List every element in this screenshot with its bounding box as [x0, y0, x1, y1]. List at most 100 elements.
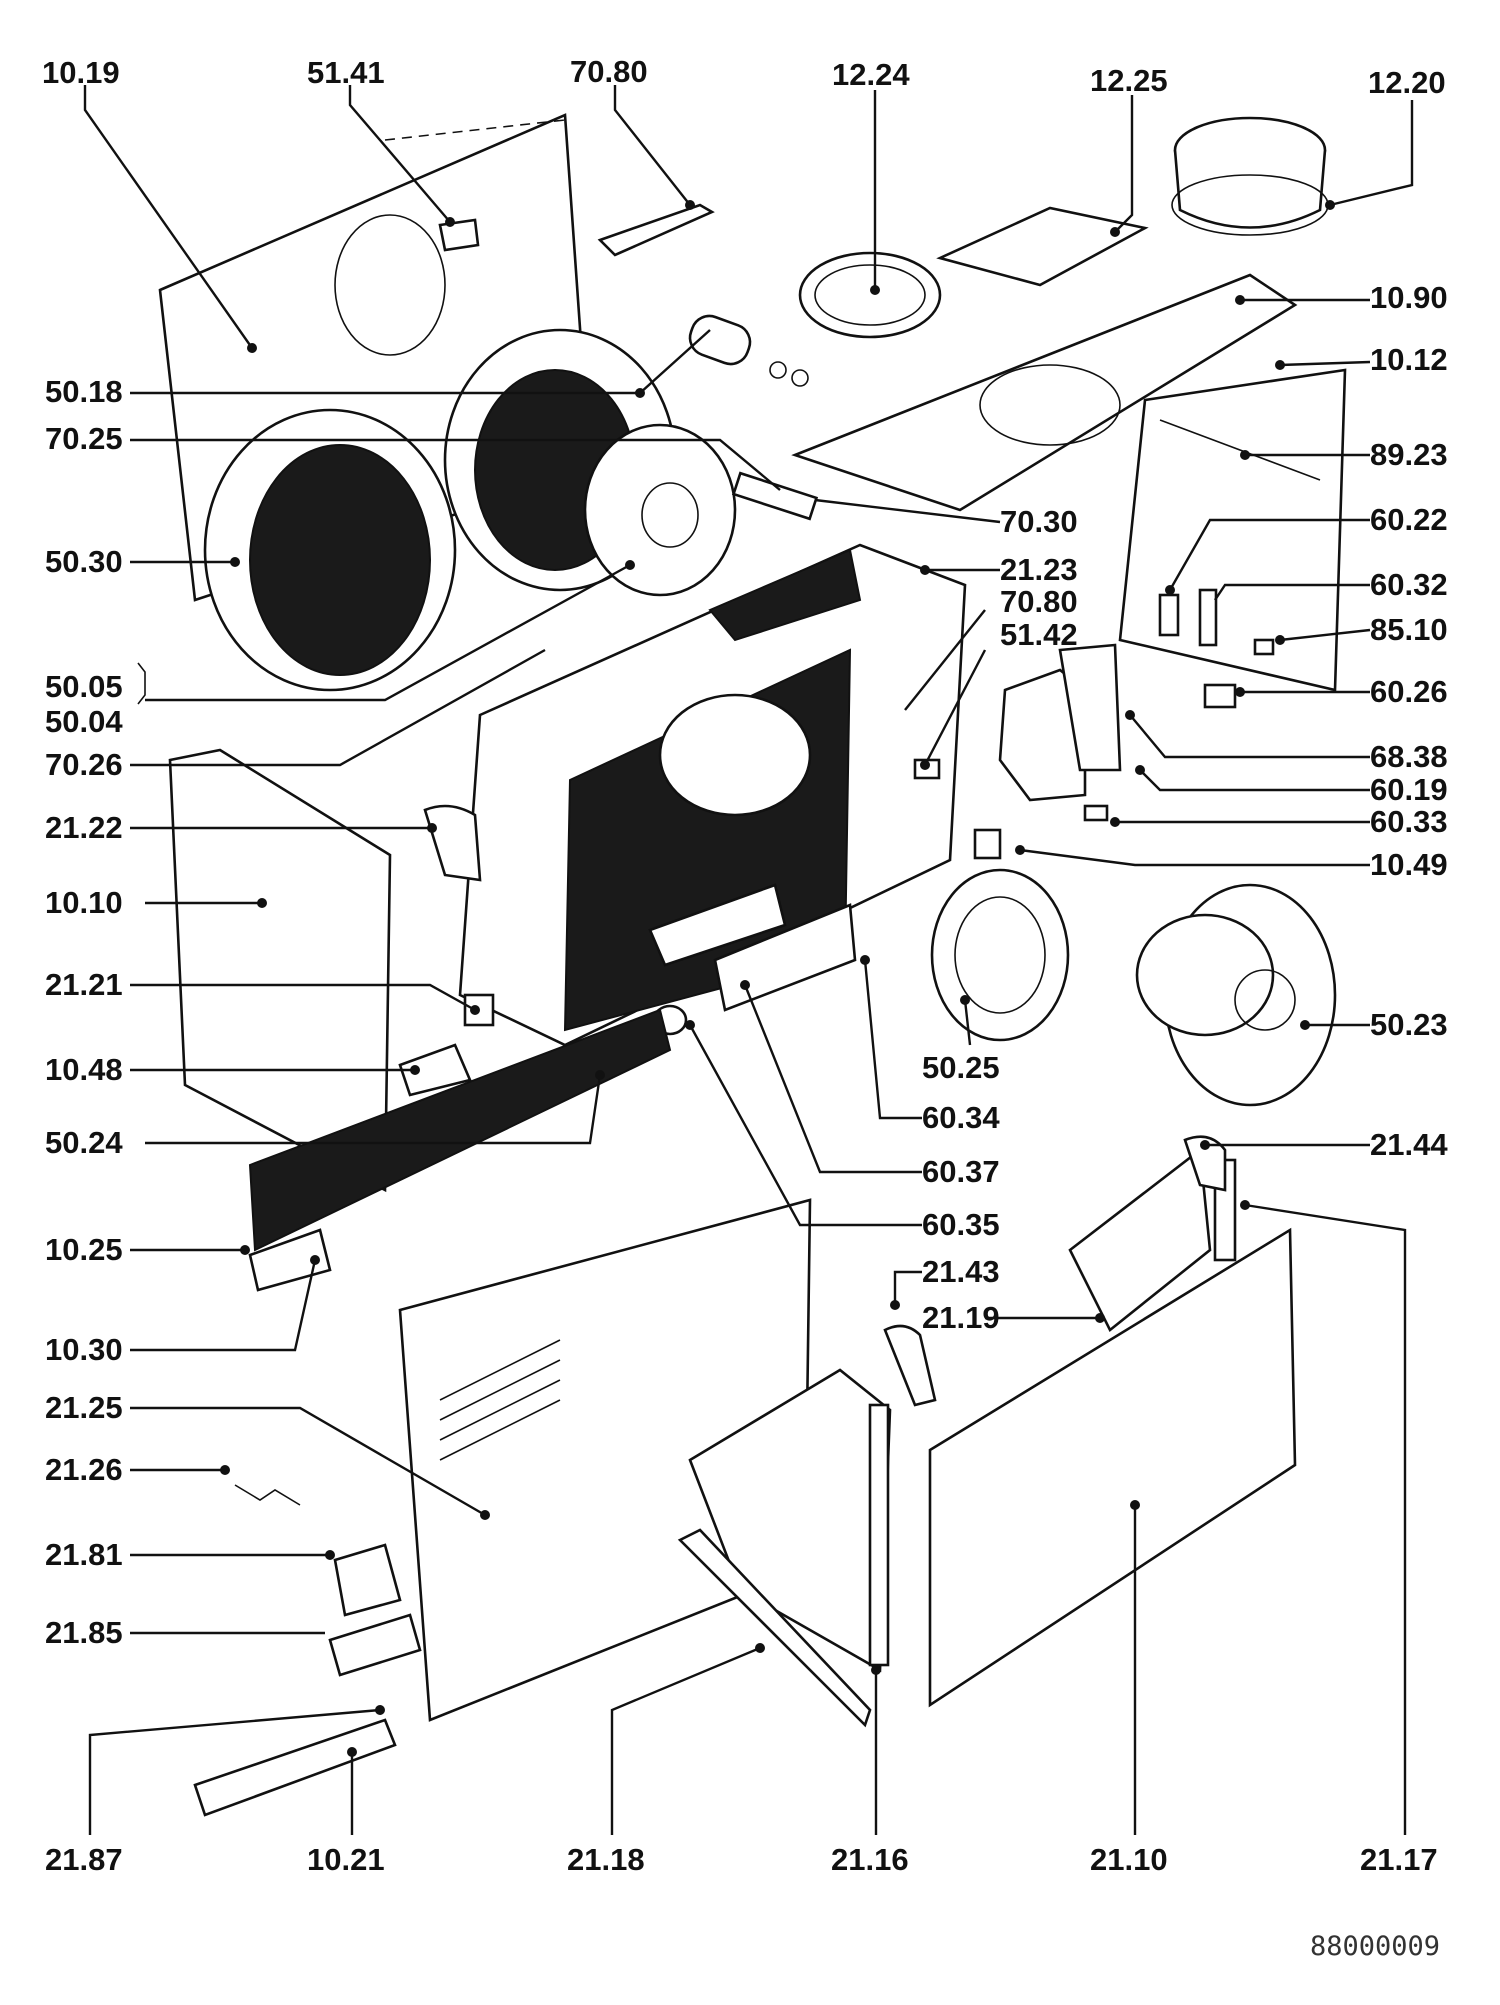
callout-10-30: 10.30 [45, 1332, 123, 1367]
leader-lines [83, 85, 1414, 1835]
callout-50-24: 50.24 [45, 1125, 123, 1160]
part-2181 [333, 1543, 402, 1617]
clip-6022 [1158, 593, 1180, 637]
callout-21-16: 21.16 [831, 1842, 909, 1877]
door-hinge [868, 1403, 890, 1667]
part-2143 [883, 1324, 937, 1407]
callout-21-10: 21.10 [1090, 1842, 1168, 1877]
slider [731, 471, 819, 521]
callout-60-22: 60.22 [1370, 502, 1448, 537]
document-reference-code: 88000009 [1310, 1931, 1440, 1962]
capacitor [688, 314, 752, 366]
callout-21-26: 21.26 [45, 1452, 123, 1487]
side-door-panel [928, 1227, 1297, 1708]
callout-89-23: 89.23 [1370, 437, 1448, 472]
callout-12-20: 12.20 [1368, 65, 1446, 100]
callout-labels: 10.19 51.41 70.80 12.24 12.25 12.20 10.9… [42, 54, 1448, 1962]
lamp-cover [713, 903, 857, 1012]
control-box-side [1058, 643, 1122, 772]
bracket-2122 [423, 804, 482, 882]
rear-panel-screw-line [384, 119, 566, 141]
callout-10-10: 10.10 [45, 885, 123, 920]
callout-51-42: 51.42 [1000, 617, 1078, 652]
front-fascia-vents [439, 1339, 561, 1461]
duct-collar-body [1173, 149, 1327, 229]
part-8510 [1253, 638, 1275, 656]
callout-21-85: 21.85 [45, 1615, 123, 1650]
bottom-rail [193, 1718, 397, 1817]
motor-grille [930, 868, 1070, 1042]
filter-tray [248, 1008, 672, 1252]
part-1048 [398, 1043, 472, 1097]
callout-50-23: 50.23 [1370, 1007, 1448, 1042]
callout-10-48: 10.48 [45, 1052, 123, 1087]
callout-50-18: 50.18 [45, 374, 123, 409]
callout-60-19: 60.19 [1370, 772, 1448, 807]
spring-clip [234, 1484, 301, 1506]
part-2144 [1183, 1135, 1227, 1192]
callout-70-26: 70.26 [45, 747, 123, 782]
callout-51-41: 51.41 [307, 55, 385, 90]
side-frame [1118, 368, 1347, 692]
callout-21-21: 21.21 [45, 967, 123, 1002]
capacitor-nut [769, 361, 787, 379]
front-strip [248, 1228, 332, 1292]
part-2185 [328, 1613, 422, 1677]
switch-block [648, 883, 787, 967]
callout-21-19: 21.19 [922, 1300, 1000, 1335]
callout-50-30: 50.30 [45, 544, 123, 579]
callout-85-10: 85.10 [1370, 612, 1448, 647]
top-plate [791, 273, 1298, 512]
impeller [583, 423, 737, 597]
control-box [998, 668, 1087, 802]
lever-top [597, 203, 715, 257]
callout-21-44: 21.44 [1370, 1127, 1448, 1162]
callout-60-32: 60.32 [1370, 567, 1448, 602]
side-frame-rail [1159, 419, 1321, 481]
callout-10-49: 10.49 [1370, 847, 1448, 882]
callout-70-80-mid: 70.80 [1000, 584, 1078, 619]
motor-wheel [1135, 913, 1275, 1037]
blower-housing-left-inner [249, 444, 431, 676]
callout-70-25: 70.25 [45, 421, 123, 456]
callout-12-24: 12.24 [832, 57, 910, 92]
main-body-top-filter [708, 548, 862, 642]
callout-21-22: 21.22 [45, 810, 123, 845]
part-1049 [973, 828, 1002, 860]
callout-10-21: 10.21 [307, 1842, 385, 1877]
part-6033 [1083, 804, 1109, 822]
top-grille [936, 206, 1149, 287]
callout-21-87: 21.87 [45, 1842, 123, 1877]
rear-panel-hole [334, 214, 446, 356]
duct-ring-inner [814, 264, 926, 326]
callout-21-18: 21.18 [567, 1842, 645, 1877]
callout-50-25: 50.25 [922, 1050, 1000, 1085]
part-6026 [1203, 683, 1237, 709]
callout-60-34: 60.34 [922, 1100, 1000, 1135]
clip-6032 [1198, 588, 1218, 647]
callout-10-90: 10.90 [1370, 280, 1448, 315]
callout-21-43: 21.43 [922, 1254, 1000, 1289]
side-door-top [1068, 1147, 1212, 1333]
motor-grille-inner [954, 896, 1046, 1014]
side-panel [168, 748, 392, 1193]
callout-60-33: 60.33 [1370, 804, 1448, 839]
callout-10-12: 10.12 [1370, 342, 1448, 377]
callout-70-80-top: 70.80 [570, 54, 648, 89]
callout-50-05: 50.05 [45, 669, 123, 704]
switch-bracket [438, 218, 480, 252]
callout-10-25: 10.25 [45, 1232, 123, 1267]
callout-50-04: 50.04 [45, 704, 123, 739]
duct-ring [798, 251, 942, 339]
door-trim [677, 1528, 872, 1728]
callout-60-35: 60.35 [922, 1207, 1000, 1242]
callout-21-81: 21.81 [45, 1537, 123, 1572]
callout-60-26: 60.26 [1370, 674, 1448, 709]
callout-70-30: 70.30 [1000, 504, 1078, 539]
top-plate-hole [979, 364, 1121, 446]
main-body-opening [658, 693, 812, 817]
part-shapes [158, 113, 1347, 1817]
motor-center [1234, 969, 1296, 1031]
